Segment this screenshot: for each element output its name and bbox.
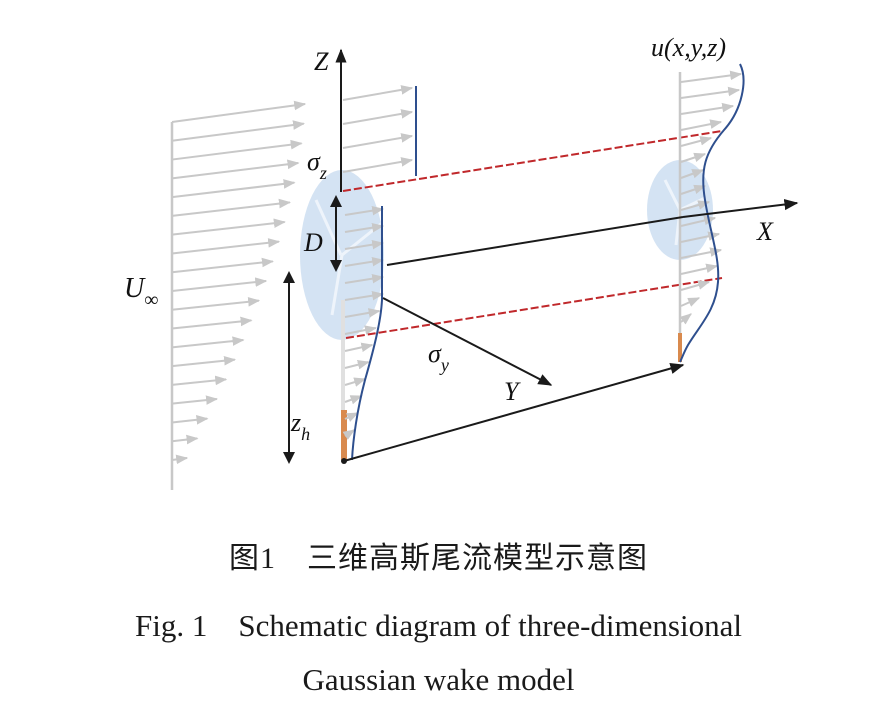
velocity-arrow bbox=[171, 100, 307, 123]
velocity-arrow bbox=[680, 136, 713, 147]
velocity-arrow bbox=[344, 205, 385, 216]
velocity-arrow bbox=[171, 316, 253, 330]
velocity-arrow bbox=[344, 412, 359, 422]
velocity-arrow bbox=[342, 109, 414, 125]
velocity-arrow bbox=[171, 297, 261, 311]
rotor-blade-c bbox=[330, 254, 344, 316]
velocity-arrow bbox=[680, 263, 719, 275]
velocity-arrow bbox=[344, 308, 381, 318]
velocity-arrow bbox=[171, 454, 189, 465]
velocity-arrow bbox=[680, 102, 735, 115]
velocity-arrow bbox=[171, 120, 306, 142]
z-axis-label: Z bbox=[314, 47, 329, 76]
velocity-arrow bbox=[171, 415, 209, 425]
velocity-arrow bbox=[171, 395, 219, 405]
y-axis bbox=[382, 297, 553, 386]
velocity-arrow bbox=[344, 290, 385, 301]
velocity-arrow bbox=[171, 238, 281, 255]
velocity-arrow bbox=[344, 273, 385, 284]
wake-boundary-lines bbox=[342, 130, 723, 339]
upstream-wake-profile bbox=[341, 205, 385, 461]
upstream-arrows bbox=[342, 205, 385, 440]
velocity-arrow bbox=[171, 198, 291, 217]
downstream-velocity-curve bbox=[679, 63, 745, 363]
velocity-arrow bbox=[171, 218, 286, 236]
velocity-arrow bbox=[344, 239, 385, 250]
velocity-arrow bbox=[680, 200, 711, 211]
caption-chinese: 图1 三维高斯尾流模型示意图 bbox=[229, 542, 648, 575]
velocity-arrow bbox=[171, 336, 245, 349]
velocity-arrow bbox=[342, 133, 414, 149]
gaussian-wake-diagram: Z X Y D u(x,y,z) U∞ σz σy zh bbox=[124, 33, 799, 490]
hub-height-label: zh bbox=[290, 408, 310, 444]
inset-arrows bbox=[342, 85, 414, 173]
ground-line bbox=[343, 363, 685, 462]
velocity-arrow bbox=[171, 159, 300, 180]
velocity-arrow bbox=[342, 157, 414, 173]
sigma-z-label: σz bbox=[307, 147, 327, 183]
u-infinity-label: U∞ bbox=[124, 273, 159, 311]
velocity-arrow bbox=[680, 119, 723, 131]
velocity-arrow bbox=[171, 179, 296, 199]
velocity-arrow bbox=[680, 70, 743, 83]
x-axis-label: X bbox=[756, 217, 774, 246]
velocity-arrow bbox=[344, 325, 377, 335]
x-axis bbox=[682, 198, 799, 218]
upstream-velocity-curve bbox=[351, 206, 383, 461]
caption-english-line2: Gaussian wake model bbox=[302, 662, 575, 697]
velocity-arrow bbox=[680, 280, 711, 291]
velocity-arrow bbox=[344, 377, 367, 387]
velocity-arrow bbox=[171, 375, 228, 386]
velocity-arrow bbox=[344, 395, 363, 405]
velocity-arrow bbox=[680, 184, 707, 195]
sigma-y-label: σy bbox=[428, 339, 449, 375]
velocity-arrow bbox=[344, 256, 385, 267]
velocity-arrow bbox=[680, 297, 701, 307]
velocity-arrow bbox=[680, 247, 723, 259]
velocity-arrow bbox=[344, 360, 370, 370]
y-axis-label: Y bbox=[504, 377, 521, 406]
velocity-arrow bbox=[171, 434, 199, 445]
velocity-label: u(x,y,z) bbox=[651, 33, 726, 62]
top-inset-profile bbox=[342, 85, 417, 176]
velocity-arrow bbox=[171, 139, 303, 161]
downstream-wake-profile bbox=[678, 63, 745, 363]
velocity-arrow bbox=[171, 277, 268, 292]
velocity-arrow bbox=[679, 313, 692, 325]
velocity-arrow bbox=[171, 355, 237, 368]
velocity-arrow bbox=[680, 86, 741, 99]
hub-centerline bbox=[386, 216, 684, 266]
velocity-arrow bbox=[342, 85, 414, 101]
diameter-label: D bbox=[303, 228, 323, 257]
inflow-profile bbox=[170, 100, 307, 490]
velocity-arrow bbox=[342, 429, 356, 440]
velocity-arrow bbox=[344, 222, 385, 233]
velocity-arrow bbox=[171, 257, 274, 274]
velocity-arrow bbox=[680, 152, 707, 163]
velocity-arrow bbox=[344, 342, 374, 353]
inflow-arrows bbox=[171, 100, 307, 465]
velocity-arrow bbox=[680, 169, 705, 179]
caption-english-line1: Fig. 1 Schematic diagram of three-dimens… bbox=[135, 608, 742, 643]
